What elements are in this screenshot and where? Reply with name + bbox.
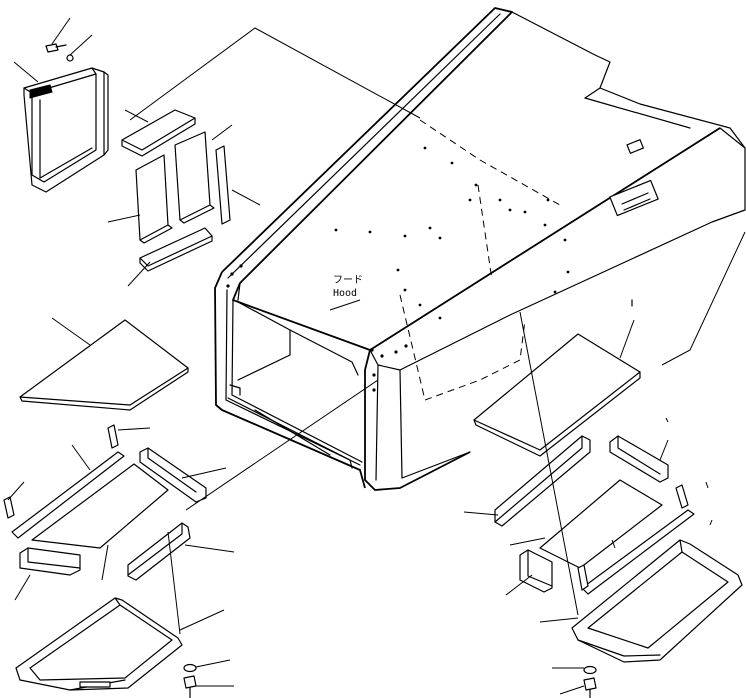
- bottom-tray-left: [3, 424, 235, 691]
- duct-box: [13, 17, 109, 193]
- seal-pad-left-group: [107, 109, 261, 287]
- hood-label: フード Hood: [333, 275, 363, 299]
- bottom-tray-right: [185, 311, 743, 663]
- hood-leader-line: [129, 27, 421, 121]
- bolt-and-washer-right: [552, 665, 597, 698]
- washer-icon: [583, 665, 597, 675]
- washer-icon: [66, 54, 74, 62]
- bolt-icon: [183, 675, 197, 698]
- washer-icon: [183, 663, 197, 673]
- hood-main: [214, 7, 746, 491]
- hood-label-jp: フード: [333, 275, 363, 286]
- insulation-panel-right: [473, 231, 746, 457]
- insulation-panel-left: [19, 317, 189, 411]
- bolt-and-washer: [183, 659, 234, 698]
- hood-label-en: Hood: [333, 288, 357, 299]
- bolt-icon: [583, 677, 597, 698]
- bolt-icon: [45, 43, 67, 53]
